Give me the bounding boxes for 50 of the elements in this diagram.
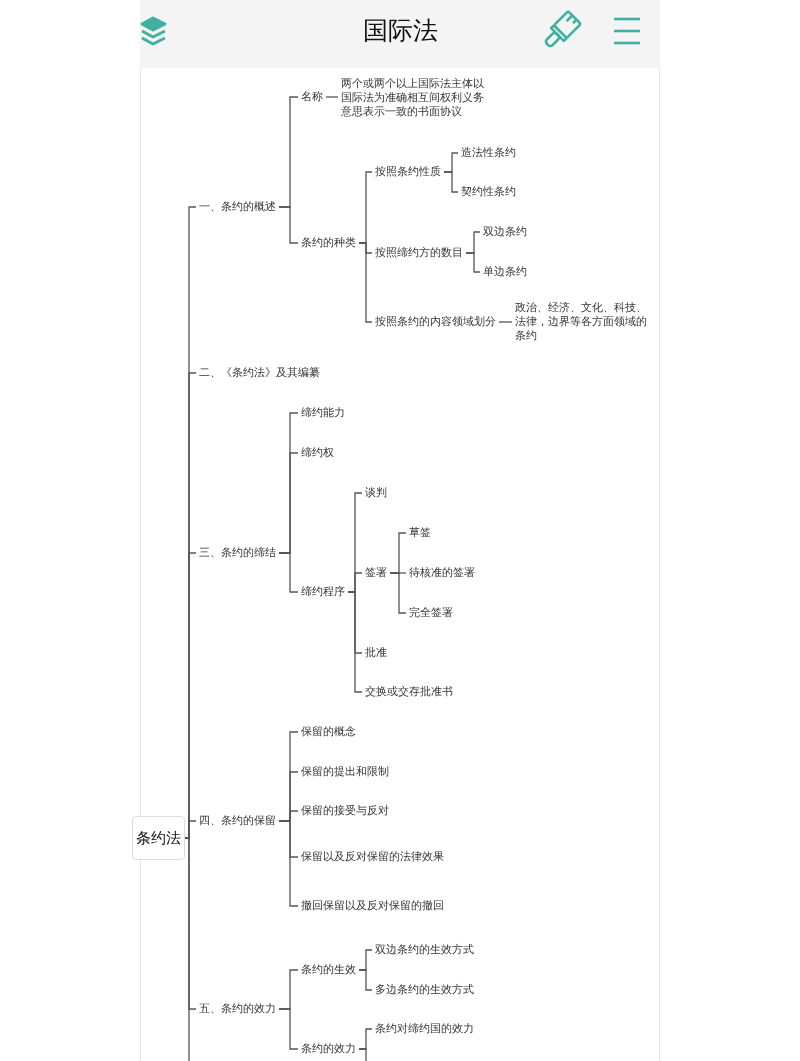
topic-text: 缔约能力 (298, 405, 348, 421)
branch-line (498, 321, 513, 323)
topic-text: 契约性条约 (458, 184, 519, 200)
topic-text: 双边条约 (480, 224, 530, 240)
topic-text: 批准 (362, 645, 390, 661)
topic-text: 三、条约的缔结 (196, 545, 279, 561)
topic-text: 二、《条约法》及其编纂 (196, 365, 323, 381)
branch-line (278, 552, 299, 593)
topic-text: 保留的提出和限制 (298, 764, 392, 780)
topic-text: 交换或交存批准书 (362, 684, 456, 700)
branch-line (278, 206, 299, 244)
topic-text: 造法性条约 (458, 145, 519, 161)
topic-text: 五、条约的效力 (196, 1001, 279, 1017)
topic-text: 条约对缔约国的效力 (372, 1021, 477, 1037)
branch-line (278, 1008, 299, 1050)
branch-line (443, 171, 459, 193)
note-text: 两个或两个以上国际法主体以国际法为准确相互间权利义务意思表示一致的书面协议 (338, 76, 496, 120)
topic-text: 条约的生效 (298, 962, 359, 978)
topic-text: 按照条约性质 (372, 164, 444, 180)
branch-line (325, 96, 339, 98)
root-topic-box: 条约法 (132, 816, 185, 860)
topic-text: 一、条约的概述 (196, 199, 279, 215)
topic-text: 双边条约的生效方式 (372, 942, 477, 958)
note-text: 政治、经济、文化、科技、法律，边界等各方面领域的条约 (512, 300, 660, 344)
topic-text: 条约的效力 (298, 1041, 359, 1057)
note-text: 撤回保留以及反对保留的撤回 (298, 898, 452, 914)
branch-line (389, 572, 407, 614)
topic-text: 缔约权 (298, 445, 337, 461)
topic-text: 四、条约的保留 (196, 813, 279, 829)
branch-line (358, 969, 373, 991)
topic-text: 完全签署 (406, 605, 456, 621)
branch-line (358, 242, 373, 323)
topic-text: 名称 (298, 89, 326, 105)
topic-text: 按照缔约方的数目 (372, 245, 466, 261)
topic-text: 谈判 (362, 485, 390, 501)
branch-line (347, 591, 363, 693)
topic-text: 保留的概念 (298, 724, 359, 740)
topic-text: 按照条约的内容领域划分 (372, 314, 499, 330)
topic-text: 缔约程序 (298, 584, 348, 600)
topic-text: 签署 (362, 565, 390, 581)
topic-text: 多边条约的生效方式 (372, 982, 477, 998)
page-title: 国际法 (361, 15, 439, 47)
topic-text: 保留的接受与反对 (298, 803, 392, 819)
branch-line (358, 1048, 367, 1061)
branch-line (465, 252, 481, 273)
topic-text: 单边条约 (480, 264, 530, 280)
topic-text: 待核准的签署 (406, 565, 478, 581)
note-text: 保留以及反对保留的法律效果 (298, 849, 452, 865)
topic-text: 草签 (406, 525, 434, 541)
topic-text: 条约的种类 (298, 235, 359, 251)
